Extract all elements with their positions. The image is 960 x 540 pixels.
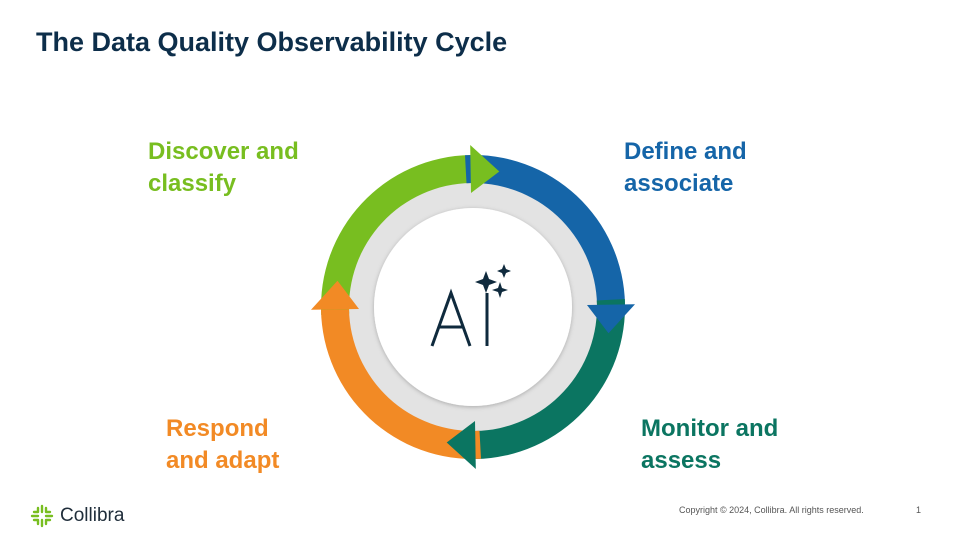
stage-line: assess: [641, 447, 722, 474]
slide-title: The Data Quality Observability Cycle: [36, 27, 508, 57]
stage-label-respond: Respond and adapt: [166, 413, 279, 477]
stage-line: associate: [624, 170, 734, 197]
stage-line: Discover and: [148, 138, 299, 165]
stage-line: classify: [148, 170, 237, 197]
copyright-text: Copyright © 2024, Collibra. All rights r…: [679, 505, 864, 515]
sparkle-icon: [475, 264, 511, 298]
stage-line: Monitor and: [641, 415, 779, 442]
collibra-logo-icon: [30, 504, 54, 528]
stage-line: and adapt: [166, 447, 280, 474]
center-circle: [374, 208, 572, 406]
collibra-logo: Collibra: [30, 504, 124, 528]
ai-icon: [430, 288, 489, 347]
stage-line: Respond: [166, 415, 269, 442]
stage-label-define: Define and associate: [624, 136, 747, 200]
page-number: 1: [916, 505, 922, 515]
arrow-head-respond: [311, 280, 359, 310]
stage-label-monitor: Monitor and assess: [641, 413, 778, 477]
stage-line: Define and: [624, 138, 747, 165]
stage-label-discover: Discover and classify: [148, 136, 299, 200]
arrow-head-monitor: [446, 421, 476, 469]
brand-name: Collibra: [60, 505, 125, 526]
arrow-head-discover: [470, 145, 500, 193]
arrow-head-define: [587, 304, 635, 334]
